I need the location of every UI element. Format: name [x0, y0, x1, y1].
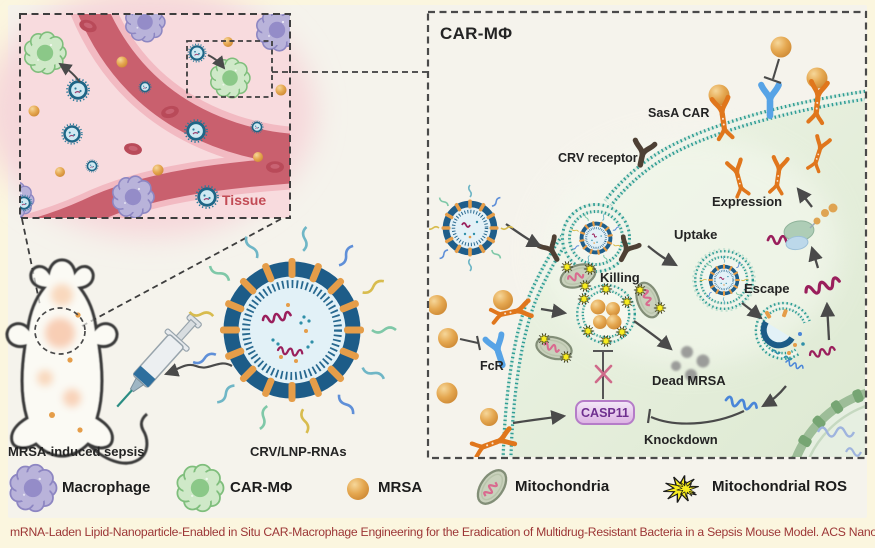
car-macrophage-icon	[176, 463, 225, 513]
escaping-endosome	[754, 301, 811, 361]
phagosome-killing	[576, 282, 636, 348]
car-receptors	[471, 67, 829, 458]
tissue-panel	[0, 0, 428, 327]
mrsa-icon	[347, 478, 369, 500]
dead-mrsa-dots	[671, 346, 710, 381]
tissue-mrsa	[28, 37, 287, 177]
legend-icons	[9, 463, 702, 513]
tissue-zoom-box	[186, 40, 273, 98]
belly-zoom-circle	[34, 307, 86, 355]
callout-line-right	[81, 218, 282, 327]
nucleus	[788, 388, 865, 457]
endosome	[692, 248, 756, 312]
car-macrophage-panel	[426, 10, 868, 460]
mitochondria-icon	[470, 464, 514, 510]
casp11-inhibition	[593, 350, 613, 399]
mouse-tail	[86, 412, 149, 465]
injection-arrow	[163, 362, 233, 377]
macrophage-icon	[9, 463, 58, 513]
inhibition-bars	[459, 58, 782, 351]
cell-membrane	[501, 89, 865, 457]
crv-lnp-rna-particle	[188, 226, 397, 434]
callout-line-left	[21, 218, 41, 306]
syringe	[116, 313, 202, 408]
knockdown-inhibition	[646, 408, 745, 425]
tissue-panel-border	[19, 13, 291, 219]
cell-panel-border	[426, 10, 868, 460]
ribosome	[766, 203, 838, 251]
sepsis-mouse	[5, 258, 149, 465]
blocked-x-mark	[594, 364, 613, 384]
extracellular-mrsa	[429, 36, 792, 426]
mitochondrial-ros-icon	[660, 473, 702, 505]
lnp-extracellular	[427, 185, 513, 271]
